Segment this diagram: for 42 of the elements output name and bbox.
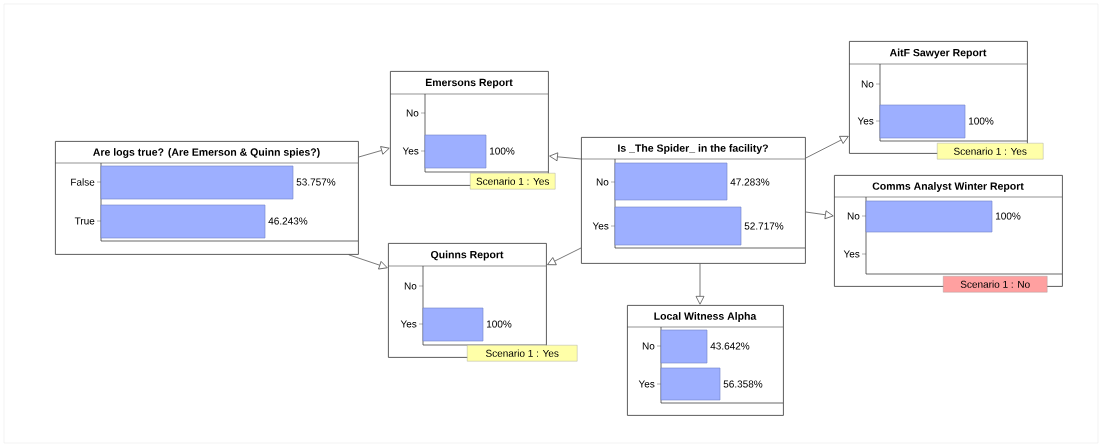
scenario-tag: Scenario 1 : Yes [937,143,1044,160]
percent-label: 53.757% [296,178,336,186]
state-label: No [596,178,609,186]
arrow [348,254,388,270]
arrow [547,247,582,266]
arrow [805,136,849,159]
scenario-tag: Scenario 1 : Yes [467,345,578,362]
state-label: No [861,80,874,88]
node-title: Comms Analyst Winter Report [872,182,1024,192]
percent-label: 100% [969,117,994,125]
percent-label: 100% [996,212,1021,220]
percent-label: 100% [490,147,515,155]
state-label: Yes [400,320,417,328]
node-title: Quinns Report [430,250,504,261]
percent-label: 100% [487,320,512,328]
state-label: Yes [843,250,860,258]
state-label: Yes [857,117,874,125]
state-label: No [406,109,419,117]
arrow [549,152,582,162]
scenario-tag: Scenario 1 : Yes [470,173,556,190]
arrow [805,210,834,220]
percent-label: 47.283% [730,178,770,186]
node-title: Local Witness Alpha [654,312,757,322]
node-title: Emersons Report [425,78,513,89]
node-title: Is _The Spider_ in the facility? [618,144,768,154]
percent-label: 46.243% [268,217,308,225]
state-label: Yes [402,147,419,155]
state-label: Yes [638,380,655,388]
state-label: No [404,282,417,290]
state-label: No [642,342,655,350]
node-title: AitF Sawyer Report [889,48,987,59]
state-label: Yes [592,222,609,230]
state-label: No [847,212,860,220]
scenario-tag: Scenario 1 : No [943,276,1048,293]
arrow [358,146,390,158]
percent-label: 52.717% [744,222,784,230]
percent-label: 43.642% [710,342,750,350]
state-label: False [71,178,95,186]
arrow [695,263,705,305]
percent-label: 56.358% [723,380,763,388]
state-label: True [74,217,95,225]
node-title: Are logs true? (Are Emerson & Quinn spies?) [93,148,320,158]
